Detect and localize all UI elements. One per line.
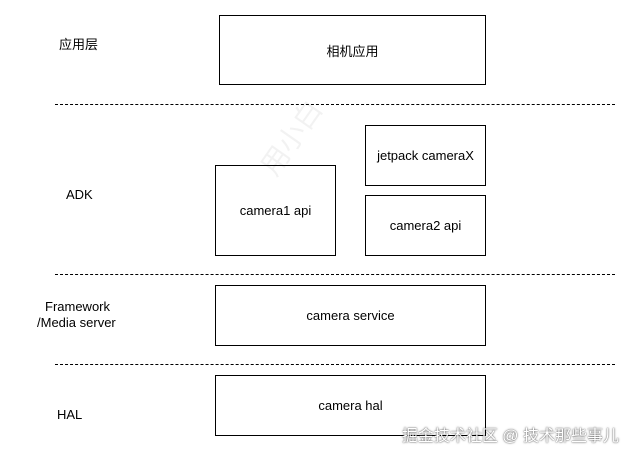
camera-service-box: camera service	[215, 285, 486, 346]
divider-framework-hal	[55, 364, 615, 365]
layer-label-hal: HAL	[57, 407, 83, 422]
divider-adk-framework	[55, 274, 615, 275]
layer-label-framework-line1: Framework	[45, 299, 111, 314]
camera2-api-label: camera2 api	[389, 218, 462, 233]
layer-label-framework-line2: /Media server	[37, 315, 116, 330]
layer-label-adk: ADK	[66, 187, 93, 202]
layer-label-framework: Framework /Media server	[37, 299, 116, 331]
camera-hal-label: camera hal	[318, 398, 383, 413]
camera-hal-box: camera hal	[215, 375, 486, 436]
camera2-api-box: camera2 api	[365, 195, 486, 256]
camera1-api-label: camera1 api	[239, 203, 312, 218]
credit-watermark: 掘金技术社区 @ 技术那些事儿	[401, 428, 619, 445]
layer-label-app: 应用层	[59, 37, 99, 52]
jetpack-camerax-box: jetpack cameraX	[365, 125, 486, 186]
camera-app-label: 相机应用	[326, 43, 379, 59]
camera1-api-box: camera1 api	[215, 165, 336, 256]
camera-app-box: 相机应用	[219, 15, 486, 85]
divider-app-adk	[55, 104, 615, 105]
jetpack-camerax-label: jetpack cameraX	[377, 148, 474, 163]
camera-service-label: camera service	[306, 308, 395, 323]
